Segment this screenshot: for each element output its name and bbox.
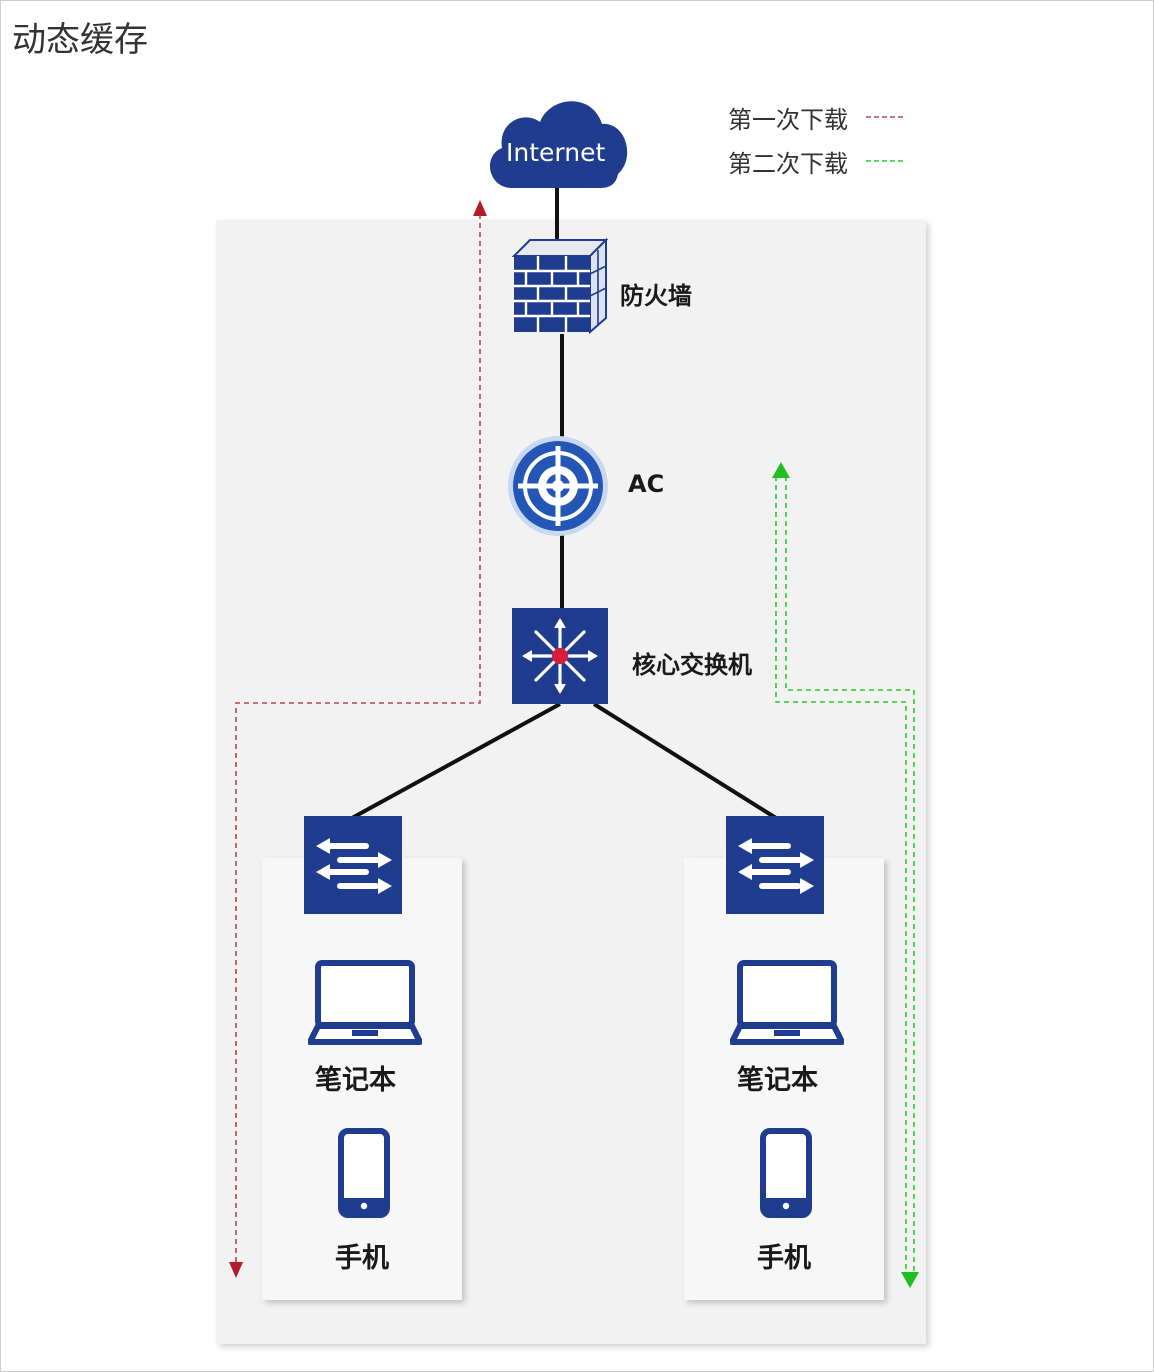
right-phone-label: 手机 [757, 1243, 811, 1274]
left-laptop-label: 笔记本 [315, 1065, 396, 1096]
wire-core-right-switch [592, 702, 778, 820]
ac-controller-icon [508, 436, 608, 536]
firewall-icon [511, 237, 609, 335]
left-phone-icon [338, 1128, 390, 1218]
first-download-arrow-down [229, 1262, 243, 1278]
left-switch-icon [304, 816, 402, 914]
first-download-arrow-up [473, 200, 487, 216]
right-laptop-icon [730, 960, 844, 1045]
core-switch-label: 核心交换机 [632, 651, 752, 679]
first-download-path [235, 212, 481, 1262]
left-phone-label: 手机 [335, 1243, 389, 1274]
ac-label: AC [628, 470, 665, 498]
left-laptop-icon [308, 960, 422, 1045]
left-branch-panel [262, 858, 462, 1300]
cloud-icon [489, 101, 628, 188]
second-download-arrow-down [901, 1272, 919, 1288]
right-laptop-label: 笔记本 [737, 1065, 818, 1096]
firewall-label: 防火墙 [620, 282, 692, 310]
second-download-path [775, 476, 915, 1272]
core-switch-icon [512, 608, 608, 704]
second-download-arrow-up [772, 462, 790, 478]
legend-second-download: 第二次下载 [728, 150, 848, 178]
right-phone-icon [760, 1128, 812, 1218]
wire-core-left-switch [351, 702, 561, 820]
right-branch-panel [684, 858, 884, 1300]
right-switch-icon [726, 816, 824, 914]
legend-first-download: 第一次下载 [728, 106, 848, 134]
page-title: 动态缓存 [12, 20, 148, 60]
cloud-label: Internet [506, 138, 606, 167]
